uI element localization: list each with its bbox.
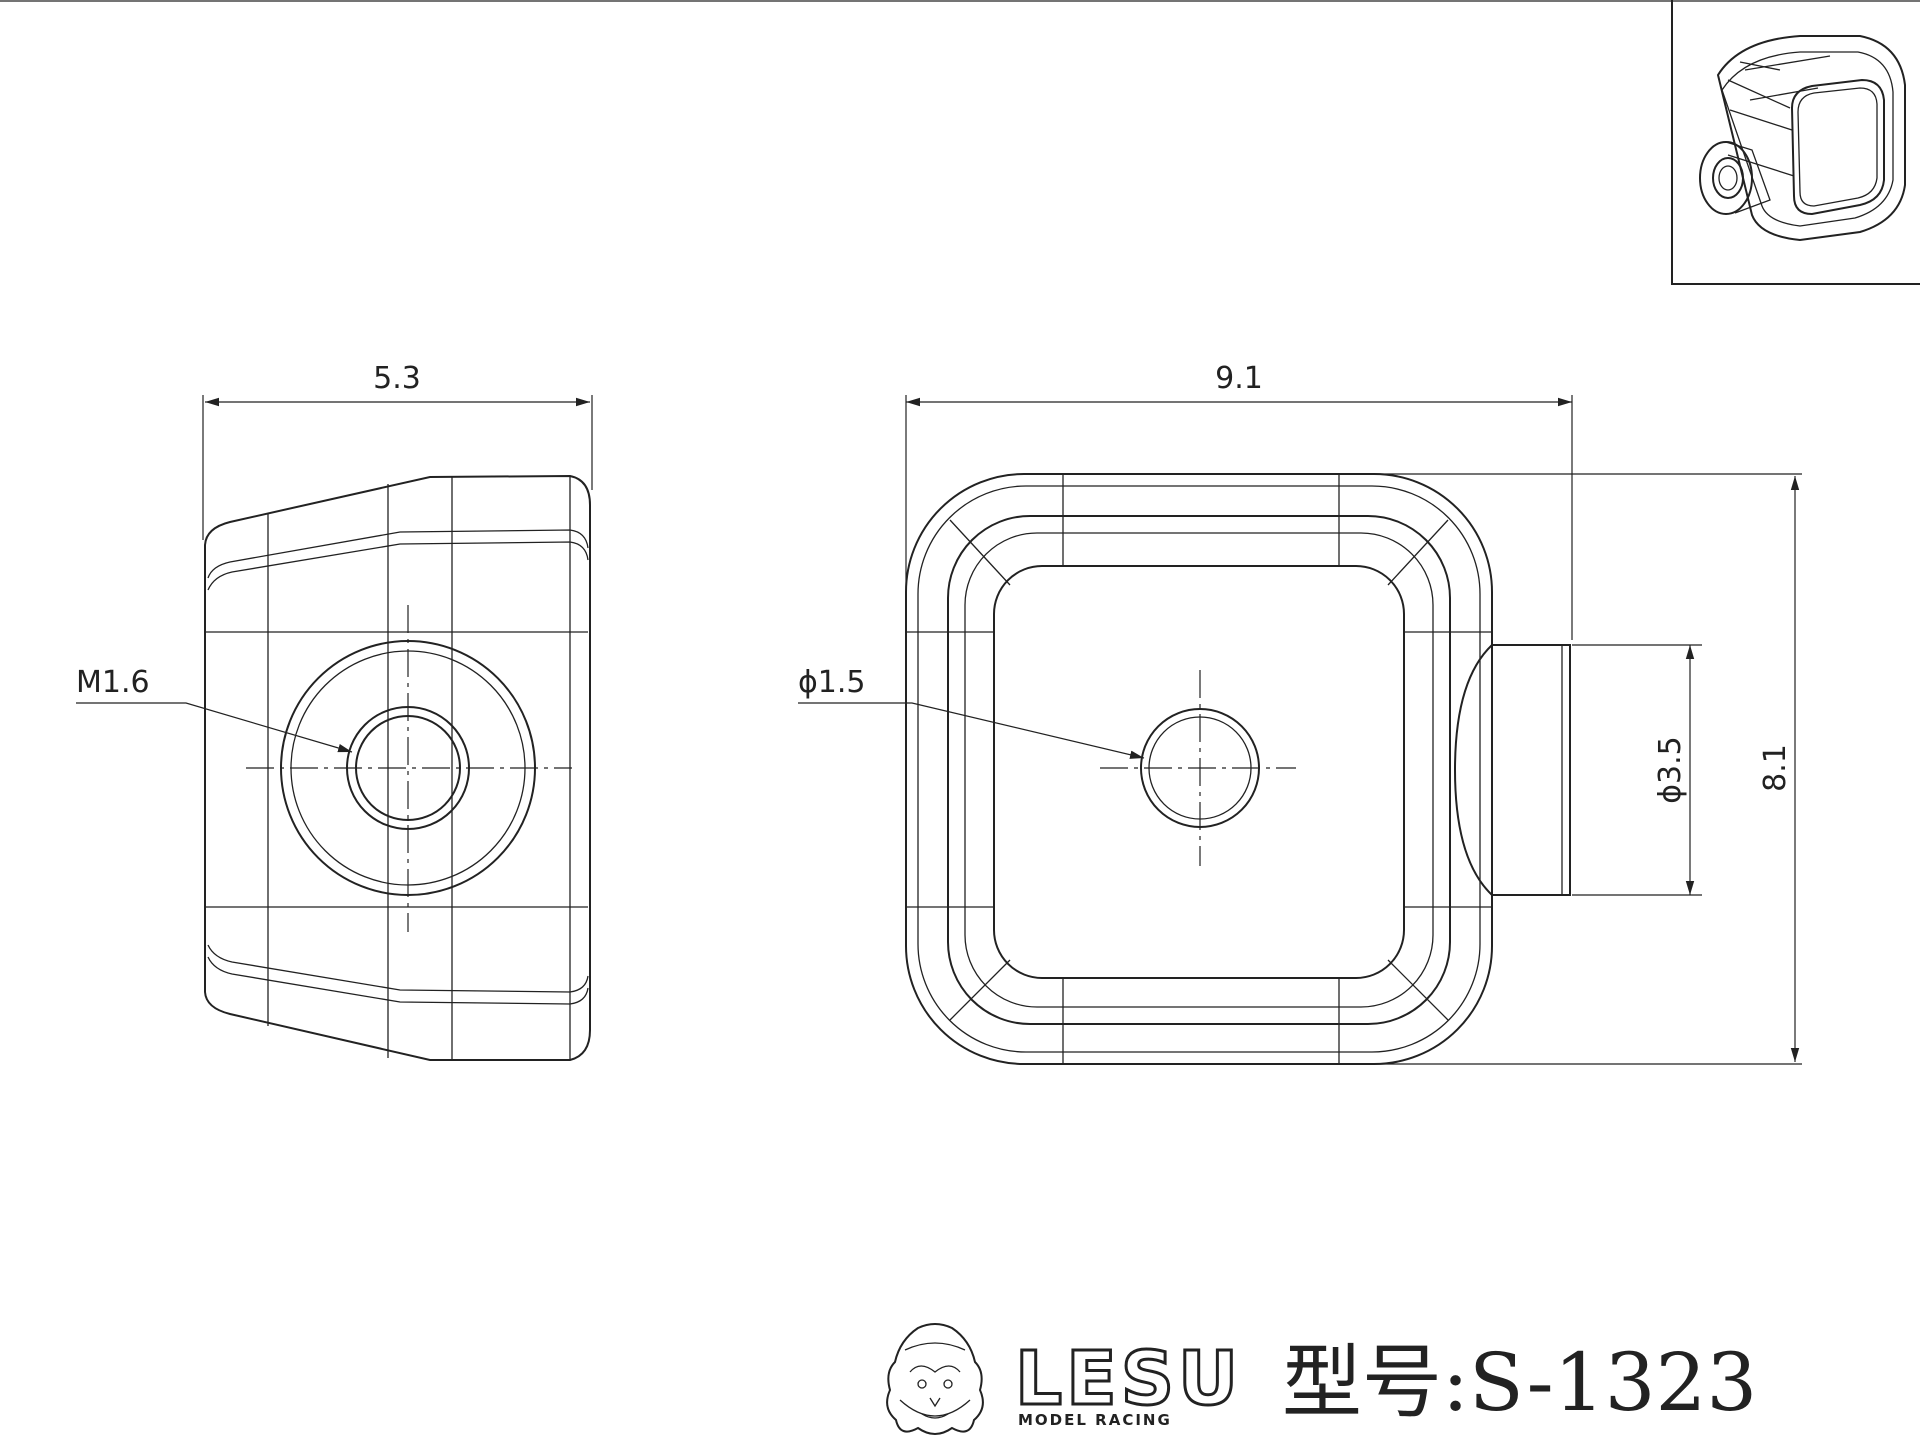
dimension-boss-diameter: [1572, 644, 1702, 896]
side-width-label: 5.3: [373, 361, 421, 396]
dimension-front-width: [905, 395, 1573, 640]
front-width-label: 9.1: [1215, 361, 1263, 396]
isometric-preview: [1671, 0, 1920, 285]
leader-front-hole: [798, 702, 1145, 759]
dimension-height: [1340, 473, 1802, 1065]
front-hole-label: ϕ1.5: [798, 665, 866, 700]
brand-tagline: MODEL RACING: [1018, 1411, 1172, 1429]
side-view: [204, 474, 591, 1061]
boss-diameter-label: ϕ3.5: [1653, 736, 1688, 804]
model-number: 型号:S-1323: [1282, 1336, 1757, 1429]
lion-head-icon: [886, 1323, 984, 1435]
leader-side-thread: [76, 702, 353, 753]
dimension-side-width: [202, 395, 593, 540]
side-thread-label: M1.6: [76, 665, 150, 700]
height-label: 8.1: [1758, 744, 1793, 792]
brand-logo-text: LESU: [1015, 1336, 1242, 1422]
front-view: [905, 473, 1571, 1065]
